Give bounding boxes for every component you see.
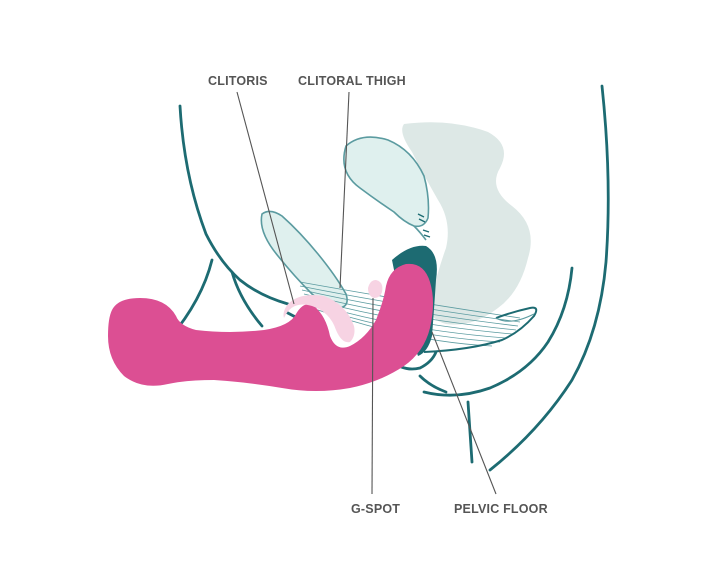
- leader-lines: [236, 91, 497, 495]
- leader-pelvic-floor: [431, 331, 497, 495]
- rectum-shape: [402, 122, 531, 325]
- bladder-shape: [343, 136, 430, 228]
- leader-g-spot: [371, 297, 374, 495]
- leader-clitoral-thigh: [339, 91, 350, 289]
- g-spot-shape: [368, 280, 383, 298]
- toy-shape: [108, 263, 433, 391]
- label-g-spot: G-SPOT: [351, 502, 401, 516]
- clitoral-leg-shape: [260, 210, 348, 309]
- label-pelvic-floor: PELVIC FLOOR: [454, 502, 548, 516]
- clitoris-shape: [283, 295, 355, 343]
- bladder-notch: [417, 213, 431, 238]
- pelvic-floor-tip: [495, 313, 535, 322]
- pelvic-floor-outline: [423, 306, 538, 353]
- leader-clitoris: [236, 91, 295, 305]
- bladder-neck: [413, 225, 427, 241]
- label-clitoral-thigh: CLITORAL THIGH: [298, 74, 406, 88]
- label-clitoris: CLITORIS: [208, 74, 268, 88]
